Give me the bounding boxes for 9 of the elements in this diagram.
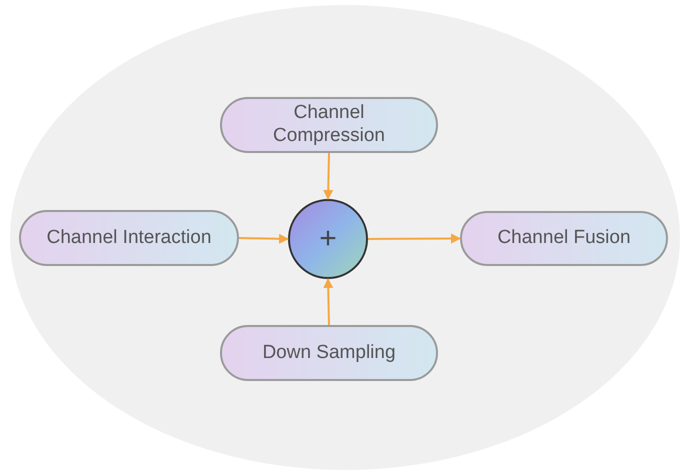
process-pill: Channel Interaction <box>19 210 239 266</box>
operator-circle: + <box>288 199 368 279</box>
arrow <box>323 278 334 326</box>
arrow <box>323 152 334 200</box>
process-pill: Channel Fusion <box>460 211 668 266</box>
arrow <box>238 234 289 244</box>
process-pill: Channel Compression <box>220 97 438 153</box>
arrow <box>368 234 461 244</box>
process-pill: Down Sampling <box>220 325 438 381</box>
